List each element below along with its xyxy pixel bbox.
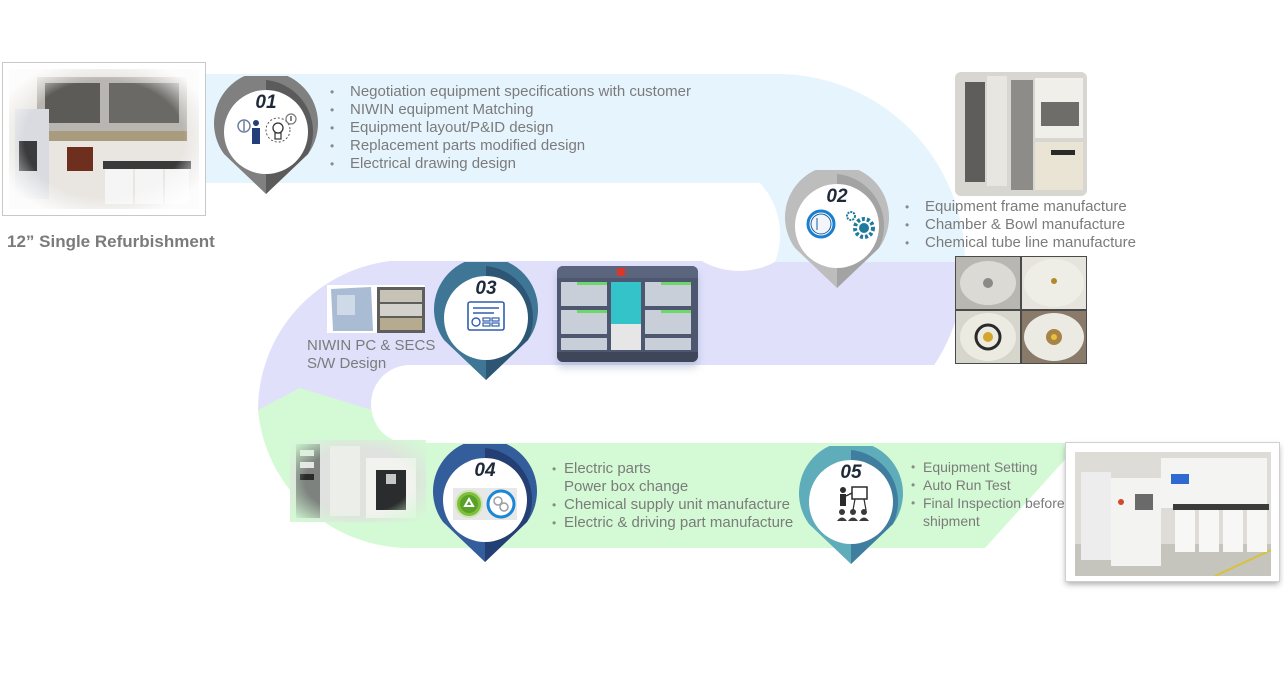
step-02-bullet: Equipment frame manufacture bbox=[903, 198, 1136, 216]
gears-icon bbox=[846, 211, 875, 239]
step-01-bullet: Replacement parts modified design bbox=[328, 137, 691, 155]
pc-cabinet-photo bbox=[327, 285, 425, 333]
step-04-number: 04 bbox=[474, 460, 496, 481]
parts-gears-icon bbox=[485, 488, 517, 520]
step-03-caption: NIWIN PC & SECS S/W Design bbox=[307, 337, 435, 373]
step-04-bullet-continued: Power box change bbox=[564, 478, 689, 495]
step-02-marker: 02 bbox=[781, 170, 893, 290]
frame-manufacture-photo bbox=[955, 72, 1087, 196]
step-05-bullets: Equipment Setting Auto Run Test Final In… bbox=[911, 458, 1065, 530]
step-01-bullet: NIWIN equipment Matching bbox=[328, 101, 691, 119]
step-01-bullet: Equipment layout/P&ID design bbox=[328, 119, 691, 137]
step-04-bullets: Electric parts Power box change Chemical… bbox=[552, 460, 793, 532]
step-04-bullet: Electric parts bbox=[552, 460, 793, 478]
step-05-bullet: Equipment Setting bbox=[911, 458, 1065, 476]
recycle-icon bbox=[453, 488, 485, 520]
equipment-photo-illustration bbox=[9, 69, 199, 209]
step-05-bullet-continued: shipment bbox=[923, 513, 980, 529]
chamber-bowl-photos bbox=[955, 256, 1087, 364]
step-01-marker: 01 bbox=[210, 76, 322, 196]
step-05-bullet: Final Inspection before bbox=[911, 494, 1065, 512]
step-03-number: 03 bbox=[475, 278, 497, 299]
step-02-number: 02 bbox=[826, 186, 848, 207]
step-01-number: 01 bbox=[255, 92, 277, 113]
step-03-caption-line1: NIWIN PC & SECS bbox=[307, 337, 436, 354]
step-03-marker: 03 bbox=[430, 262, 542, 382]
page-title: 12” Single Refurbishment bbox=[7, 232, 215, 251]
step-02-bullets: Equipment frame manufacture Chamber & Bo… bbox=[903, 198, 1136, 252]
finished-equipment-photo bbox=[1065, 442, 1280, 582]
step-05-marker: 05 bbox=[795, 446, 907, 566]
person-presenting-icon bbox=[237, 119, 260, 144]
step-04-marker: 04 bbox=[429, 444, 541, 564]
step-01-bullets: Negotiation equipment specifications wit… bbox=[328, 83, 691, 173]
hero-equipment-photo bbox=[2, 62, 206, 216]
step-05-bullet: Auto Run Test bbox=[911, 476, 1065, 494]
step-02-bullet: Chemical tube line manufacture bbox=[903, 234, 1136, 252]
step-04-bullet: Chemical supply unit manufacture bbox=[552, 496, 793, 514]
control-panel-icon bbox=[467, 301, 505, 331]
step-01-bullet: Negotiation equipment specifications wit… bbox=[328, 83, 691, 101]
secs-software-screenshot bbox=[557, 266, 698, 362]
step-05-number: 05 bbox=[840, 462, 862, 483]
road-gap-2 bbox=[371, 365, 1080, 443]
presentation-audience-icon bbox=[837, 486, 869, 521]
step-03-caption-line2: S/W Design bbox=[307, 355, 387, 372]
step-02-bullet: Chamber & Bowl manufacture bbox=[903, 216, 1136, 234]
electrical-cabinet-photo bbox=[290, 440, 426, 522]
step-01-bullet: Electrical drawing design bbox=[328, 155, 691, 173]
step-04-bullet: Electric & driving part manufacture bbox=[552, 514, 793, 532]
lightbulb-idea-icon bbox=[265, 113, 297, 143]
road-gap-1 bbox=[205, 183, 774, 261]
process-circle-icon bbox=[806, 209, 836, 239]
